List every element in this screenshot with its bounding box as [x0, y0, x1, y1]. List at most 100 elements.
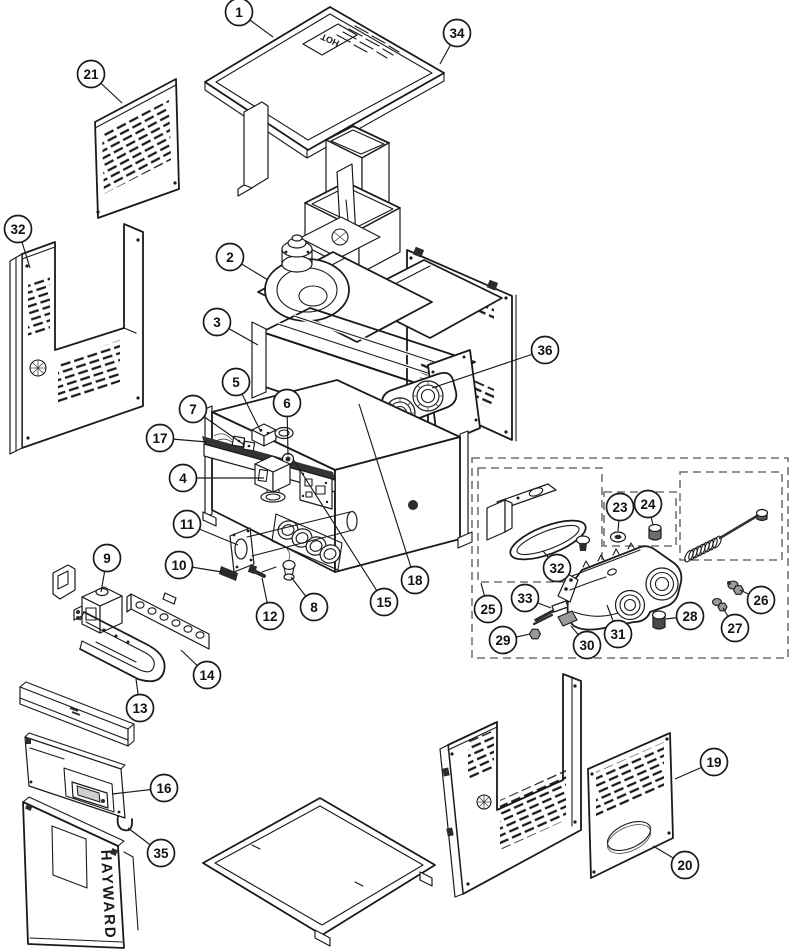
svg-text:16: 16: [156, 781, 172, 796]
burner-group: [52, 564, 210, 683]
callout-3: 3: [202, 307, 259, 346]
callout-25: 25: [473, 582, 503, 624]
callout-15: 15: [292, 458, 399, 617]
svg-text:15: 15: [376, 595, 392, 610]
fittings-box: [603, 491, 677, 547]
control-bezel: [24, 732, 126, 819]
callout-31: 31: [603, 604, 633, 649]
svg-text:5: 5: [232, 375, 240, 390]
svg-text:20: 20: [677, 858, 692, 873]
svg-text:19: 19: [706, 755, 721, 770]
callout-8: 8: [290, 576, 329, 622]
front-stack: HAYWARD: [19, 681, 139, 949]
callout-14: 14: [180, 649, 222, 690]
mounting-bracket: [486, 483, 557, 541]
svg-text:26: 26: [753, 593, 769, 608]
sight-glass: [274, 426, 294, 440]
spring-assembly: [684, 508, 769, 563]
svg-text:36: 36: [537, 343, 553, 358]
drain-pipe: [229, 510, 358, 573]
callout-21: 21: [76, 59, 123, 104]
callout-18: 18: [358, 403, 430, 595]
top-cover: HOT: [204, 6, 445, 197]
igniter-part: [247, 564, 277, 578]
svg-text:7: 7: [189, 402, 197, 417]
svg-text:35: 35: [153, 846, 169, 861]
svg-text:23: 23: [612, 500, 628, 515]
top-trim-bar: [19, 681, 135, 747]
valve-actuator: [254, 455, 291, 503]
svg-text:3: 3: [213, 315, 221, 330]
callout-28: 28: [665, 601, 705, 631]
plug-part: [219, 566, 238, 581]
svg-text:1: 1: [235, 5, 243, 20]
plug-small-part: [648, 523, 662, 541]
oval-knockout: [606, 821, 652, 854]
inset-detail-box: [471, 457, 789, 659]
svg-text:32: 32: [10, 222, 25, 237]
callout-35: 35: [127, 827, 176, 868]
svg-text:21: 21: [83, 67, 99, 82]
blower-assembly: [257, 216, 433, 343]
bushing-part: [609, 531, 627, 543]
callout-10: 10: [164, 550, 223, 580]
svg-text:13: 13: [132, 701, 148, 716]
flue-duct: [304, 125, 401, 275]
base-pan: [202, 797, 436, 947]
sensor-fitting-lower: [711, 597, 728, 612]
union-port-upper: [412, 380, 444, 412]
svg-text:29: 29: [495, 633, 510, 648]
elbow-fitting: [557, 610, 578, 627]
callout-17: 17: [145, 423, 208, 453]
gas-pipe-loop: [79, 611, 166, 683]
callout-23: 23: [605, 492, 635, 532]
heat-exchanger: [251, 307, 476, 441]
manifold-bosses: [582, 542, 635, 568]
callout-27: 27: [720, 607, 750, 643]
grommet-small: [575, 535, 591, 551]
svg-text:24: 24: [640, 497, 656, 512]
callout-32: 32: [542, 550, 572, 583]
svg-text:25: 25: [480, 602, 496, 617]
right-side-panel: [439, 673, 582, 898]
callout-24: 24: [633, 489, 663, 526]
callout-6: 6: [272, 388, 302, 456]
svg-text:17: 17: [152, 431, 167, 446]
svg-text:12: 12: [262, 609, 277, 624]
svg-text:34: 34: [449, 26, 465, 41]
callout-4: 4: [168, 463, 264, 493]
svg-text:28: 28: [682, 609, 698, 624]
spring-assembly-box: [679, 471, 783, 561]
left-louvered-panel: [94, 78, 180, 219]
callout-29: 29: [488, 625, 531, 655]
svg-text:11: 11: [180, 517, 195, 532]
burner-tray-bar: [126, 592, 210, 650]
sensor-fitting-upper: [727, 580, 745, 595]
left-side-panel: [9, 223, 144, 455]
callout-34: 34: [439, 18, 472, 65]
gasket-oval: [509, 519, 587, 561]
callout-13: 13: [125, 678, 155, 723]
access-panel: [587, 732, 674, 879]
svg-text:10: 10: [171, 558, 186, 573]
svg-text:32: 32: [549, 561, 564, 576]
callout-19: 19: [674, 747, 729, 780]
callout-2: 2: [215, 242, 269, 281]
callout-20: 20: [652, 845, 700, 880]
cap-plug: [651, 610, 667, 630]
wiring-harness: [213, 433, 256, 452]
svg-text:8: 8: [310, 600, 318, 615]
hook-bracket: [116, 815, 133, 832]
svg-text:14: 14: [199, 668, 215, 683]
front-door: HAYWARD: [22, 796, 139, 949]
sensor-part: [282, 548, 296, 581]
wire-leads: [532, 600, 569, 626]
svg-text:18: 18: [407, 573, 423, 588]
callout-26: 26: [739, 585, 776, 615]
cover-vent-slots: [336, 25, 400, 59]
svg-text:4: 4: [179, 471, 187, 486]
svg-text:6: 6: [283, 396, 291, 411]
